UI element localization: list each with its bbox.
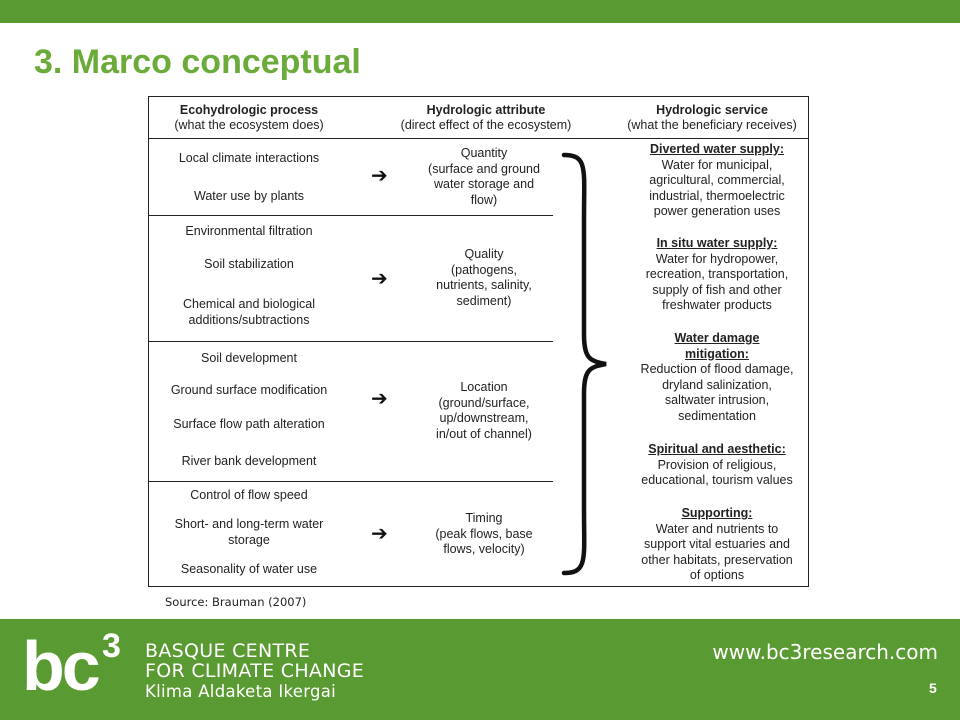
service-line: other habitats, preservation — [641, 552, 793, 567]
service-spiritual-aesthetic: Spiritual and aesthetic: Provision of re… — [623, 442, 811, 489]
process-item: Environmental filtration — [185, 224, 313, 238]
service-diverted-water-supply: Diverted water supply: Water for municip… — [623, 142, 811, 220]
process-item: Ground surface modification — [170, 383, 328, 397]
attribute-line: (ground/surface, — [438, 395, 530, 410]
attribute-line: Location — [460, 380, 508, 394]
header-process-subtitle: (what the ecosystem does) — [174, 118, 324, 132]
service-line: Water and nutrients to — [655, 521, 779, 536]
org-name-line-2: FOR CLIMATE CHANGE — [145, 660, 365, 682]
attribute-line: in/out of channel) — [436, 426, 532, 441]
process-item: Local climate interactions — [178, 151, 320, 165]
group-divider-3 — [149, 481, 553, 482]
process-item: Surface flow path alteration — [173, 417, 325, 431]
attribute-location: Location (ground/surface, up/downstream,… — [401, 380, 567, 442]
service-line: Water for hydropower, — [655, 251, 779, 266]
group-divider-1 — [149, 215, 553, 216]
service-title: In situ water supply: — [656, 236, 778, 250]
process-item: Water use by plants — [193, 189, 304, 203]
header-attribute: Hydrologic attribute (direct effect of t… — [381, 103, 591, 133]
attribute-line: (pathogens, — [450, 262, 518, 277]
attribute-line: Timing — [465, 511, 503, 525]
slide-title: 3. Marco conceptual — [34, 43, 361, 81]
attribute-line: Quality — [464, 247, 504, 261]
service-line: dryland salinization, — [662, 377, 772, 392]
org-name-line-3: Klima Aldaketa Ikergai — [145, 682, 337, 701]
service-line: sedimentation — [678, 408, 756, 423]
bc3-logo: bc — [22, 627, 101, 705]
attribute-line: flow) — [470, 192, 498, 207]
header-process-title: Ecohydrologic process — [179, 103, 319, 117]
service-supporting: Supporting: Water and nutrients to suppo… — [623, 506, 811, 584]
attribute-line: flows, velocity) — [443, 542, 525, 556]
attribute-line: sediment) — [456, 293, 512, 308]
service-line: Water for municipal, — [661, 157, 773, 172]
service-line: of options — [689, 568, 745, 582]
bc3-logo-superscript: 3 — [102, 627, 121, 665]
arrow-icon: ➔ — [371, 521, 388, 545]
service-title: Water damage mitigation: — [674, 331, 760, 361]
service-title: Diverted water supply: — [649, 142, 785, 156]
process-item: Seasonality of water use — [180, 562, 318, 576]
process-item: Soil development — [201, 351, 297, 365]
service-line: power generation uses — [653, 204, 781, 218]
website-url[interactable]: www.bc3research.com — [712, 640, 938, 664]
service-line: educational, tourism values — [641, 473, 793, 487]
page-number: 5 — [929, 680, 937, 696]
ecohydrology-diagram: Ecohydrologic process (what the ecosyste… — [148, 96, 809, 587]
service-line: Provision of religious, — [657, 457, 777, 472]
attribute-quantity: Quantity (surface and ground water stora… — [401, 146, 567, 208]
arrow-icon: ➔ — [371, 163, 388, 187]
header-service-subtitle: (what the beneficiary receives) — [627, 118, 797, 132]
process-item: Chemical and biological additions/subtra… — [182, 297, 316, 327]
source-citation: Source: Brauman (2007) — [165, 595, 307, 609]
attribute-quality: Quality (pathogens, nutrients, salinity,… — [401, 247, 567, 309]
service-line: industrial, thermoelectric — [649, 188, 785, 203]
header-service: Hydrologic service (what the beneficiary… — [614, 103, 810, 133]
attribute-line: up/downstream, — [439, 411, 529, 425]
header-divider — [149, 138, 808, 139]
service-line: saltwater intrusion, — [664, 393, 770, 407]
attribute-line: water storage and — [433, 177, 535, 191]
service-in-situ-water-supply: In situ water supply: Water for hydropow… — [623, 236, 811, 314]
service-water-damage-mitigation: Water damage mitigation: Reduction of fl… — [623, 331, 811, 424]
process-item: Control of flow speed — [190, 488, 308, 502]
arrow-icon: ➔ — [371, 386, 388, 410]
curly-brace-icon — [561, 152, 607, 576]
service-line: freshwater products — [662, 298, 772, 312]
attribute-line: (peak flows, base — [435, 526, 533, 541]
process-item: Soil stabilization — [204, 257, 294, 271]
service-title: Supporting: — [681, 506, 753, 520]
service-line: agricultural, commercial, — [649, 173, 785, 187]
service-title: Spiritual and aesthetic: — [648, 442, 786, 456]
header-attribute-title: Hydrologic attribute — [426, 103, 546, 117]
header-attribute-subtitle: (direct effect of the ecosystem) — [400, 118, 572, 132]
service-line: supply of fish and other — [652, 282, 782, 297]
org-name-line-1: BASQUE CENTRE — [145, 640, 311, 662]
arrow-icon: ➔ — [371, 266, 388, 290]
attribute-line: (surface and ground — [428, 161, 540, 176]
service-line: support vital estuaries and — [644, 537, 790, 551]
process-item: River bank development — [181, 454, 317, 468]
header-service-title: Hydrologic service — [656, 103, 768, 117]
process-item: Short- and long-term water storage — [174, 517, 324, 547]
header-process: Ecohydrologic process (what the ecosyste… — [149, 103, 349, 133]
attribute-line: nutrients, salinity, — [436, 278, 532, 292]
service-line: recreation, transportation, — [645, 267, 789, 281]
top-green-bar — [0, 0, 960, 23]
footer-bar — [0, 619, 960, 720]
attribute-timing: Timing (peak flows, base flows, velocity… — [401, 511, 567, 558]
attribute-line: Quantity — [460, 146, 508, 160]
group-divider-2 — [149, 341, 553, 342]
service-line: Reduction of flood damage, — [640, 362, 794, 376]
